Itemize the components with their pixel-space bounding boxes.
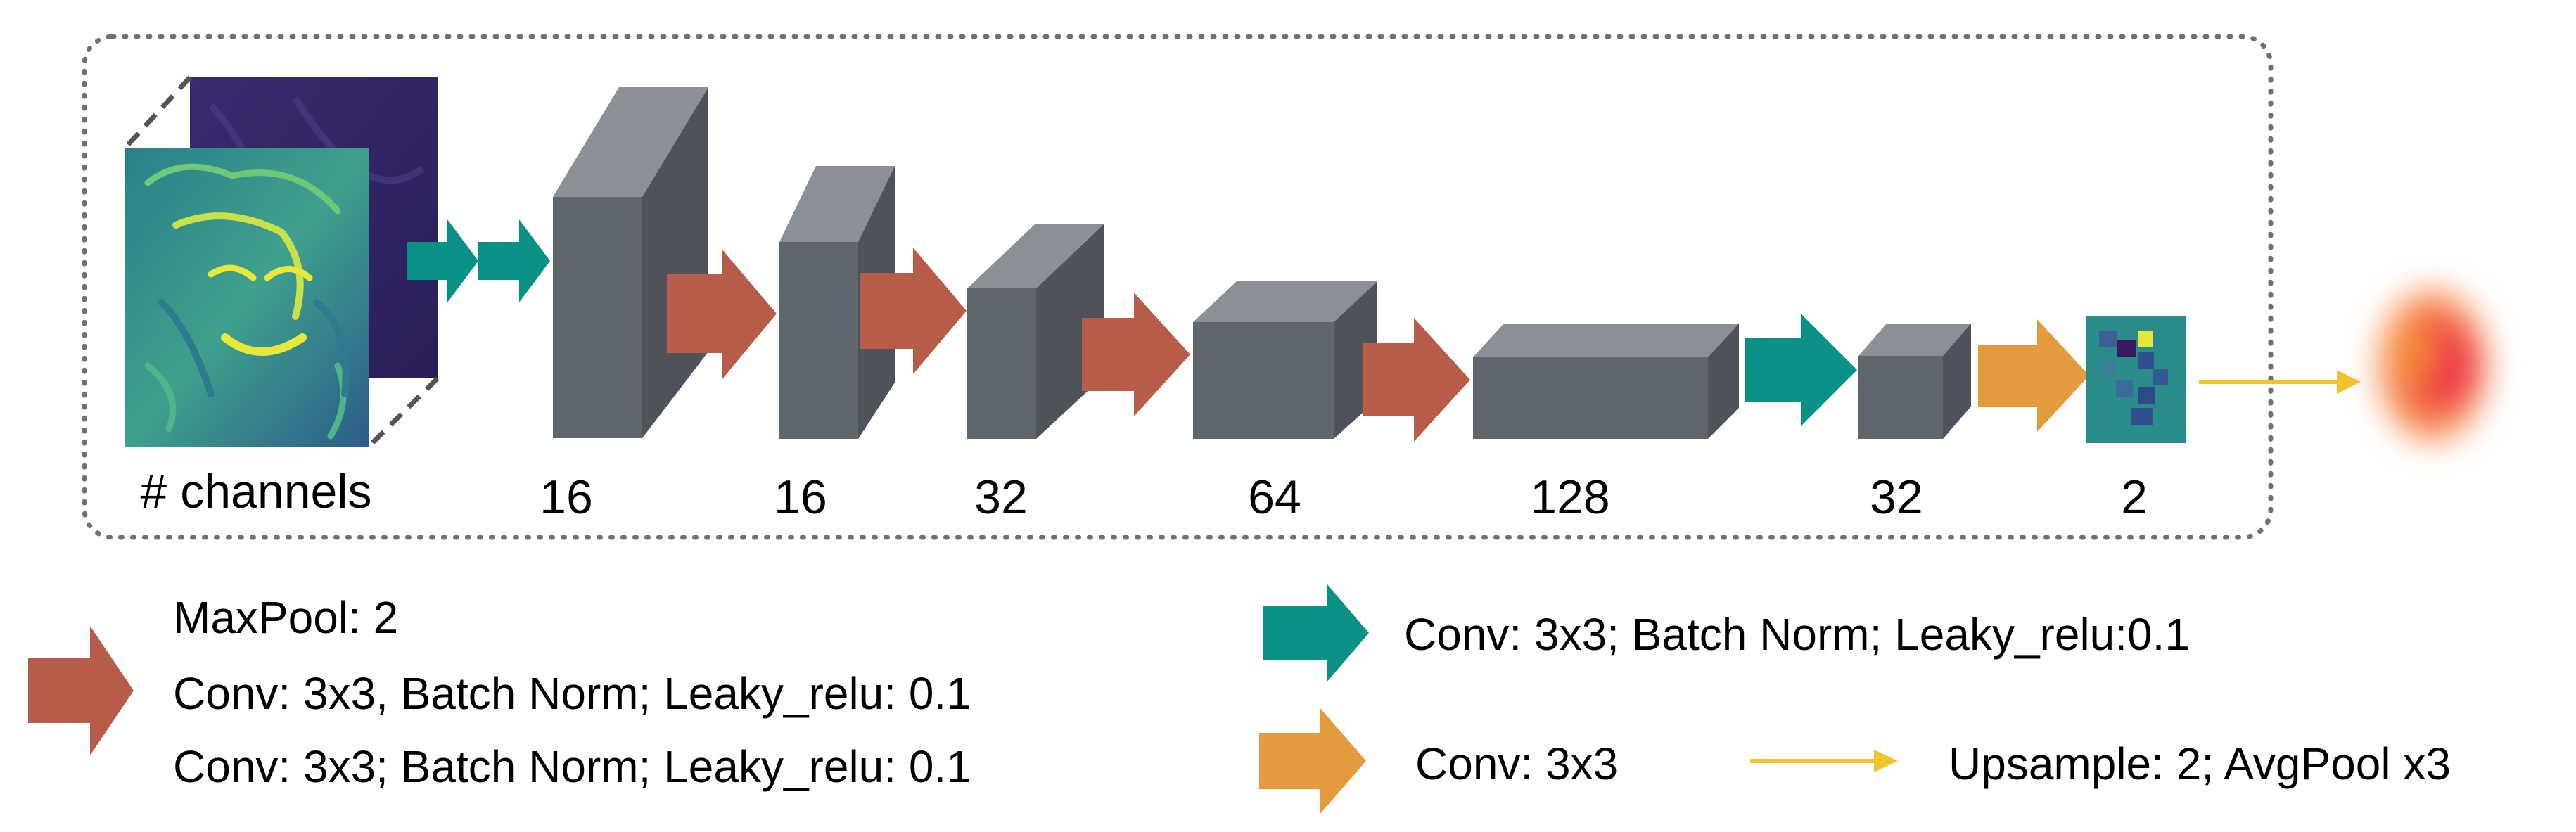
heatmap-output [2376,288,2489,443]
teal-arrow [407,219,478,302]
layer-label-32: 32 [974,471,1028,524]
layer-label-128: 128 [1530,471,1609,524]
legend-yellow-arrow [1750,750,1898,772]
orange-arrow [1978,319,2089,432]
legend-yellow-text: Upsample: 2; AvgPool x3 [1949,738,2451,789]
legend-orange-arrow [1259,708,1366,814]
layer-label-16: 16 [540,471,593,524]
layer-label-16b: 16 [774,471,827,524]
layer-label-channels: # channels [141,465,372,518]
conv-block-16 [553,87,708,438]
red-arrow [1082,293,1190,416]
teal-arrow [478,219,550,302]
layer-label-2: 2 [2121,471,2148,524]
legend-teal-text: Conv: 3x3; Batch Norm; Leaky_relu:0.1 [1404,609,2190,660]
input-face-texture [144,163,350,440]
network-frame [82,34,2274,540]
legend-orange-text: Conv: 3x3 [1415,738,1618,789]
conv-block-32 [967,224,1104,439]
red-arrow [1363,318,1470,442]
conv-block-32b [1858,324,1971,439]
input-image-stack [123,75,440,449]
legend-red-line-3: Conv: 3x3; Batch Norm; Leaky_relu: 0.1 [173,741,971,792]
layer-label-32b: 32 [1870,471,1923,524]
legend-teal-arrow [1263,584,1369,682]
legend-red-line-2: Conv: 3x3, Batch Norm; Leaky_relu: 0.1 [173,668,971,719]
red-arrow [667,249,777,380]
output-map [2086,316,2186,443]
teal-arrow [1745,314,1857,426]
conv-block-128 [1473,324,1739,439]
yellow-arrow [2199,370,2361,394]
layer-label-64: 64 [1248,471,1301,524]
input-channel-front [125,148,369,447]
conv-block-64 [1193,281,1377,439]
legend-red-line-1: MaxPool: 2 [173,592,398,643]
legend-red-arrow [28,626,134,755]
conv-block-16b [779,166,895,439]
red-arrow [860,248,967,374]
